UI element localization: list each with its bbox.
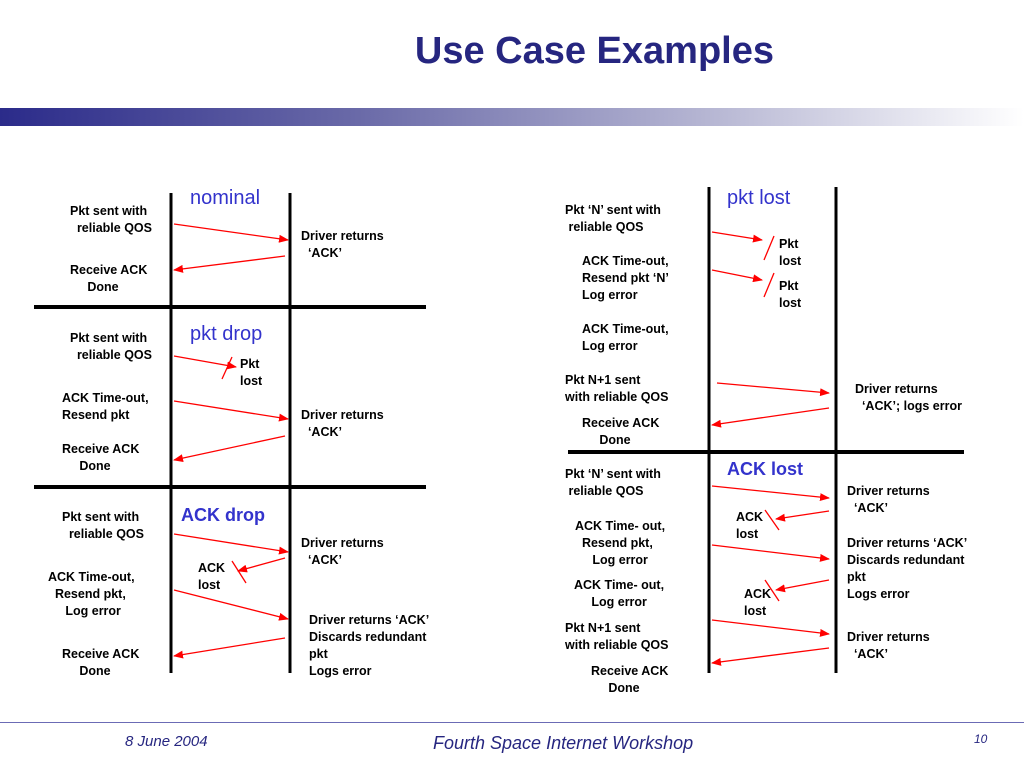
arrow-pkt-n-sent	[711, 485, 830, 502]
label-pkt-n-sent: Pkt ‘N’ sent with reliable QOS	[565, 203, 661, 234]
arrow-pkt-resent	[173, 400, 289, 422]
label-pkt-sent: Pkt sent with reliable QOS	[62, 510, 144, 541]
label-driver-returns: Driver returns ‘ACK’	[847, 630, 930, 661]
label-pkt-n-sent: Pkt ‘N’ sent with reliable QOS	[565, 467, 661, 498]
label-pkt-lost: Pkt lost	[779, 237, 802, 268]
label-driver-returns-logs: Driver returns ‘ACK’; logs error	[855, 382, 962, 413]
arrow-pkt-sent	[173, 223, 289, 243]
arrow-pkt-n1-sent	[716, 382, 830, 397]
arrow-ack-lost	[775, 510, 830, 522]
footer-workshop: Fourth Space Internet Workshop	[433, 733, 694, 753]
label-receive-ack: Receive ACK Done	[582, 416, 660, 447]
footer-divider	[0, 722, 1024, 723]
footer-page-number: 10	[974, 732, 988, 746]
arrow-ack-returned	[173, 435, 286, 463]
arrow-ack-returned	[173, 637, 286, 659]
lost-slash	[221, 356, 233, 380]
label-ack-timeout: ACK Time-out, Resend pkt, Log error	[48, 570, 135, 618]
label-pkt-lost: Pkt lost	[240, 357, 263, 388]
label-receive-ack: Receive ACK Done	[70, 263, 148, 294]
label-driver-returns: Driver returns ‘ACK’	[301, 536, 384, 567]
label-receive-ack: Receive ACK Done	[62, 647, 140, 678]
lost-slash	[231, 560, 247, 584]
label-pkt-lost: Pkt lost	[779, 279, 802, 310]
label-pkt-sent: Pkt sent with reliable QOS	[70, 204, 152, 235]
label-pkt-sent: Pkt sent with reliable QOS	[70, 331, 152, 362]
section-heading-pkt-drop: pkt drop	[190, 323, 263, 345]
section-heading-pkt-lost: pkt lost	[727, 187, 791, 209]
slide-title: Use Case Examples	[414, 30, 774, 72]
label-driver-returns-discards: Driver returns ‘ACK’ Discards redundant …	[309, 613, 430, 678]
label-pkt-n1-sent: Pkt N+1 sent with reliable QOS	[565, 621, 669, 652]
label-ack-lost: ACK lost	[736, 510, 764, 541]
arrow-pkt-n-resent-lost	[711, 269, 763, 283]
section-heading-nominal: nominal	[190, 187, 261, 209]
arrow-pkt-n-lost	[711, 231, 763, 243]
label-driver-returns: Driver returns ‘ACK’	[301, 229, 384, 260]
label-ack-lost: ACK lost	[744, 587, 772, 618]
footer-date: 8 June 2004	[125, 733, 208, 750]
arrow-ack-returned	[711, 647, 830, 666]
arrow-ack-returned	[711, 407, 830, 428]
arrow-pkt-n1-sent	[711, 619, 830, 637]
arrow-pkt-n-resent	[711, 544, 830, 562]
label-receive-ack: Receive ACK Done	[62, 442, 140, 473]
section-heading-ack-lost: ACK lost	[727, 459, 803, 479]
arrow-ack-returned	[173, 255, 286, 273]
lost-slash	[764, 579, 780, 602]
lost-slash	[763, 235, 775, 261]
label-ack-timeout-resend: ACK Time-out, Resend pkt ‘N’ Log error	[582, 254, 669, 302]
title-gradient-bar	[0, 108, 1024, 126]
label-ack-lost: ACK lost	[198, 561, 226, 592]
arrow-pkt-resent	[173, 589, 289, 621]
label-receive-ack: Receive ACK Done	[591, 664, 669, 695]
arrow-pkt-sent-lost	[173, 355, 237, 370]
label-ack-timeout: ACK Time-out, Log error	[582, 322, 669, 353]
label-driver-returns: Driver returns ‘ACK’	[301, 408, 384, 439]
lost-slash	[764, 509, 780, 531]
label-driver-returns-discards: Driver returns ‘ACK’ Discards redundant …	[847, 536, 968, 601]
label-pkt-n1-sent: Pkt N+1 sent with reliable QOS	[565, 373, 669, 404]
label-ack-timeout: ACK Time-out, Resend pkt	[62, 391, 149, 422]
label-ack-timeout: ACK Time- out, Log error	[574, 578, 665, 609]
arrow-pkt-sent	[173, 533, 289, 555]
label-driver-returns: Driver returns ‘ACK’	[847, 484, 930, 515]
lost-slash	[763, 272, 775, 298]
section-heading-ack-drop: ACK drop	[181, 505, 265, 525]
arrow-ack-lost	[775, 579, 830, 593]
arrow-ack-lost	[237, 557, 286, 573]
label-ack-timeout-resend: ACK Time- out, Resend pkt, Log error	[575, 519, 666, 567]
